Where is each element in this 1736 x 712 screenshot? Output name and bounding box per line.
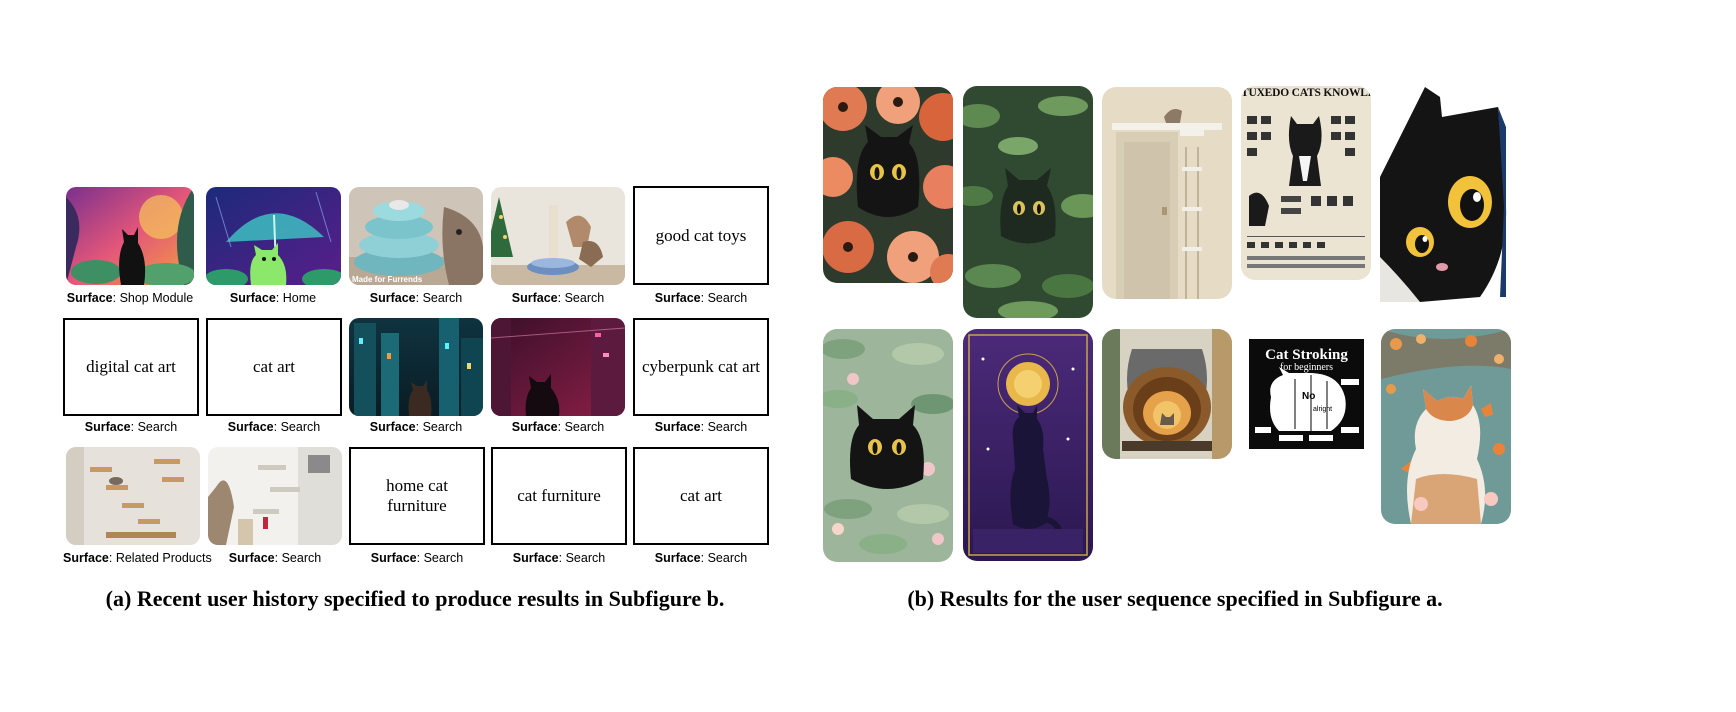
history-item-11-surface-label: Surface: Related Products bbox=[63, 551, 212, 565]
result-8-image bbox=[1102, 329, 1232, 459]
caption-a: (a) Recent user history specified to pro… bbox=[105, 586, 725, 611]
history-item-1-image bbox=[66, 187, 194, 285]
result-2-image bbox=[963, 86, 1093, 318]
result-5-image bbox=[1380, 87, 1510, 307]
result-4-poster-title: TUXEDO CATS KNOWLEDGE bbox=[1241, 87, 1371, 99]
result-3-image bbox=[1102, 87, 1232, 299]
history-item-9-surface-label: Surface: Search bbox=[511, 420, 605, 434]
history-item-14-surface-label: Surface: Search bbox=[512, 551, 606, 565]
result-1-image bbox=[823, 87, 953, 283]
history-item-15-query: cat art bbox=[633, 447, 769, 545]
result-9-tag-alright: alright bbox=[1313, 406, 1333, 413]
history-item-6-query: digital cat art bbox=[63, 318, 199, 416]
history-item-4-surface-label: Surface: Search bbox=[511, 291, 605, 305]
history-item-14-query: cat furniture bbox=[491, 447, 627, 545]
result-9-chart-title: Cat Stroking bbox=[1265, 347, 1348, 363]
history-item-5-query: good cat toys bbox=[633, 186, 769, 285]
history-item-4-image bbox=[491, 187, 625, 285]
history-item-7-query: cat art bbox=[206, 318, 342, 416]
history-item-3-image: Made for Furrends bbox=[349, 187, 483, 285]
history-item-8-image bbox=[349, 318, 483, 416]
result-7-image bbox=[963, 329, 1093, 561]
history-item-13-surface-label: Surface: Search bbox=[370, 551, 464, 565]
history-item-15-surface-label: Surface: Search bbox=[654, 551, 748, 565]
history-item-10-query: cyberpunk cat art bbox=[633, 318, 769, 416]
history-item-9-image bbox=[491, 318, 625, 416]
history-item-2-image bbox=[206, 187, 341, 285]
history-item-10-surface-label: Surface: Search bbox=[654, 420, 748, 434]
history-item-1-surface-label: Surface: Shop Module bbox=[66, 291, 194, 305]
result-9-tag-no: No bbox=[1302, 391, 1316, 402]
history-item-12-image bbox=[208, 447, 342, 545]
history-item-11-image bbox=[66, 447, 200, 545]
result-10-image bbox=[1381, 329, 1511, 524]
history-item-5-surface-label: Surface: Search bbox=[654, 291, 748, 305]
result-6-image bbox=[823, 329, 953, 562]
history-item-7-surface-label: Surface: Search bbox=[227, 420, 321, 434]
result-9-chart-subtitle: for beginners bbox=[1279, 362, 1334, 373]
history-item-3-surface-label: Surface: Search bbox=[369, 291, 463, 305]
history-item-3-overlay-text: Made for Furrends bbox=[352, 275, 423, 284]
result-4-image: TUXEDO CATS KNOWLEDGE bbox=[1241, 86, 1371, 280]
history-item-13-query: home cat furniture bbox=[349, 447, 485, 545]
history-item-2-surface-label: Surface: Home bbox=[229, 291, 317, 305]
history-item-6-surface-label: Surface: Search bbox=[84, 420, 178, 434]
history-item-12-surface-label: Surface: Search bbox=[228, 551, 322, 565]
caption-b: (b) Results for the user sequence specif… bbox=[907, 586, 1443, 611]
result-9-image: Cat Stroking for beginners No alright bbox=[1249, 339, 1364, 449]
history-item-8-surface-label: Surface: Search bbox=[369, 420, 463, 434]
